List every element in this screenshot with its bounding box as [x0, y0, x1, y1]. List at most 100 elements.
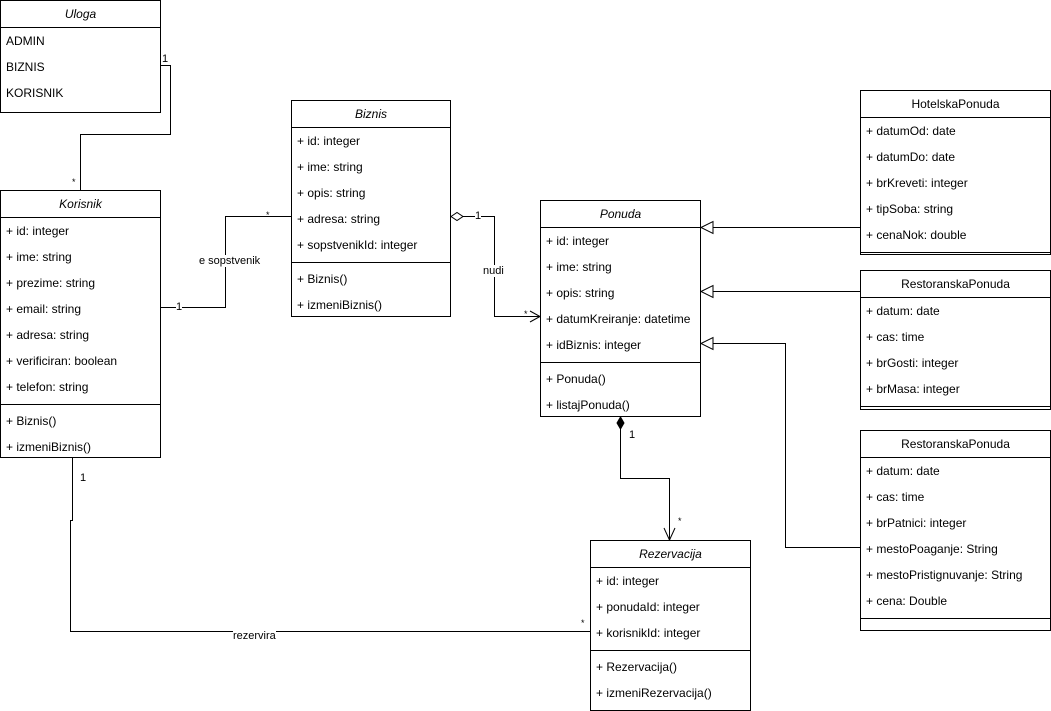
attributes-section: + id: integer + ime: string + prezime: s…: [1, 218, 160, 405]
attributes-section: + id: integer + ime: string + opis: stri…: [541, 228, 700, 363]
class-title: Korisnik: [1, 191, 160, 218]
attribute: + brKreveti: integer: [866, 176, 968, 190]
attribute: + ime: string: [546, 260, 612, 274]
empty-section: [861, 619, 1050, 631]
attribute: + datumDo: date: [866, 150, 956, 164]
attribute: + verificiran: boolean: [6, 354, 118, 368]
empty-section: [861, 407, 1050, 411]
multiplicity-label: 1: [629, 429, 636, 441]
attribute: + ponudaId: integer: [596, 600, 700, 614]
method: + listajPonuda(): [546, 398, 630, 412]
association-label: e sopstvenik: [199, 255, 261, 267]
attribute: + ime: string: [6, 250, 72, 264]
class-restoranska-ponuda-2[interactable]: RestoranskaPonuda + datum: date + cas: t…: [860, 430, 1051, 631]
multiplicity-label: 1: [176, 301, 183, 313]
association-label: nudi: [483, 265, 504, 277]
attribute: + ime: string: [297, 160, 363, 174]
methods-section: + Rezervacija() + izmeniRezervacija(): [591, 651, 750, 706]
attribute: + email: string: [6, 302, 82, 316]
class-title: Rezervacija: [591, 541, 750, 568]
attribute: + tipSoba: string: [866, 202, 954, 216]
edge-restoranska2-ponuda[interactable]: [713, 343, 860, 548]
method: + izmeniBiznis(): [297, 298, 383, 312]
class-biznis[interactable]: Biznis + id: integer + ime: string + opi…: [291, 100, 451, 317]
class-title: RestoranskaPonuda: [861, 271, 1050, 298]
attribute: + opis: string: [546, 286, 615, 300]
generalization-arrow-icon: [699, 284, 714, 299]
attribute: + cena: Double: [866, 594, 948, 608]
enum-value: ADMIN: [6, 34, 45, 48]
attribute: + brMasa: integer: [866, 382, 960, 396]
class-title: HotelskaPonuda: [861, 91, 1050, 118]
attribute: + adresa: string: [297, 212, 381, 226]
attributes-section: + datum: date + cas: time + brPatnici: i…: [861, 458, 1050, 619]
attribute: + datum: date: [866, 464, 940, 478]
multiplicity-label: *: [581, 618, 585, 628]
class-uloga[interactable]: Uloga ADMIN BIZNIS KORISNIK: [0, 0, 161, 113]
attribute: + datumKreiranje: datetime: [546, 312, 691, 326]
multiplicity-label: *: [266, 210, 270, 220]
enum-value: KORISNIK: [6, 86, 64, 100]
class-rezervacija[interactable]: Rezervacija + id: integer + ponudaId: in…: [590, 540, 751, 711]
generalization-arrow-icon: [699, 220, 714, 235]
method: + Biznis(): [6, 414, 57, 428]
multiplicity-label: *: [524, 309, 528, 319]
class-title: Ponuda: [541, 201, 700, 228]
attribute: + datumOd: date: [866, 124, 956, 138]
multiplicity-label: *: [72, 177, 76, 187]
class-ponuda[interactable]: Ponuda + id: integer + ime: string + opi…: [540, 200, 701, 417]
attributes-section: + id: integer + ime: string + opis: stri…: [292, 128, 450, 263]
attribute: + mestoPristignuvanje: String: [866, 568, 1023, 582]
attribute: + cas: time: [866, 490, 925, 504]
edge-korisnik-rezervacija[interactable]: [70, 458, 592, 632]
method: + izmeniBiznis(): [6, 440, 92, 454]
attribute: + id: integer: [297, 134, 361, 148]
attribute: + brPatnici: integer: [866, 516, 967, 530]
class-restoranska-ponuda[interactable]: RestoranskaPonuda + datum: date + cas: t…: [860, 270, 1051, 410]
class-title: RestoranskaPonuda: [861, 431, 1050, 458]
attribute: + id: integer: [6, 224, 70, 238]
multiplicity-label: 1: [162, 53, 169, 65]
attribute: + sopstvenikId: integer: [297, 238, 418, 252]
association-label: rezervira: [233, 630, 276, 642]
methods-section: + Biznis() + izmeniBiznis(): [1, 405, 160, 460]
generalization-arrow-icon: [699, 336, 714, 351]
attribute: + mestoPoaganje: String: [866, 542, 998, 556]
attribute: + id: integer: [546, 234, 610, 248]
attributes-section: + datum: date + cas: time + brGosti: int…: [861, 298, 1050, 407]
attribute: + prezime: string: [6, 276, 96, 290]
enum-values: ADMIN BIZNIS KORISNIK: [1, 28, 160, 113]
method: + Ponuda(): [546, 372, 606, 386]
multiplicity-label: 1: [80, 472, 87, 484]
methods-section: + Biznis() + izmeniBiznis(): [292, 263, 450, 318]
class-title: Biznis: [292, 101, 450, 128]
edge-uloga-korisnik[interactable]: [80, 65, 171, 191]
method: + Rezervacija(): [596, 660, 678, 674]
class-title: Uloga: [1, 1, 160, 28]
empty-section: [1, 113, 160, 116]
attribute: + korisnikId: integer: [596, 626, 701, 640]
attribute: + cenaNok: double: [866, 228, 967, 242]
attribute: + idBiznis: integer: [546, 338, 642, 352]
class-hotelska-ponuda[interactable]: HotelskaPonuda + datumOd: date + datumDo…: [860, 90, 1051, 255]
empty-section: [861, 253, 1050, 257]
aggregation-diamond-icon: [450, 211, 464, 222]
composition-diamond-icon: [616, 416, 625, 430]
attributes-section: + datumOd: date + datumDo: date + brKrev…: [861, 118, 1050, 253]
method: + izmeniRezervacija(): [596, 686, 712, 700]
attribute: + cas: time: [866, 330, 925, 344]
attributes-section: + id: integer + ponudaId: integer + kori…: [591, 568, 750, 651]
methods-section: + Ponuda() + listajPonuda(): [541, 363, 700, 418]
attribute: + adresa: string: [6, 328, 90, 342]
attribute: + id: integer: [596, 574, 660, 588]
method: + Biznis(): [297, 272, 348, 286]
edge-ponuda-rezervacija[interactable]: [620, 429, 670, 540]
enum-value: BIZNIS: [6, 60, 45, 74]
attribute: + datum: date: [866, 304, 940, 318]
multiplicity-label: *: [678, 516, 682, 526]
attribute: + opis: string: [297, 186, 366, 200]
attribute: + brGosti: integer: [866, 356, 959, 370]
attribute: + telefon: string: [6, 380, 89, 394]
multiplicity-label: 1: [475, 210, 482, 222]
class-korisnik[interactable]: Korisnik + id: integer + ime: string + p…: [0, 190, 161, 458]
